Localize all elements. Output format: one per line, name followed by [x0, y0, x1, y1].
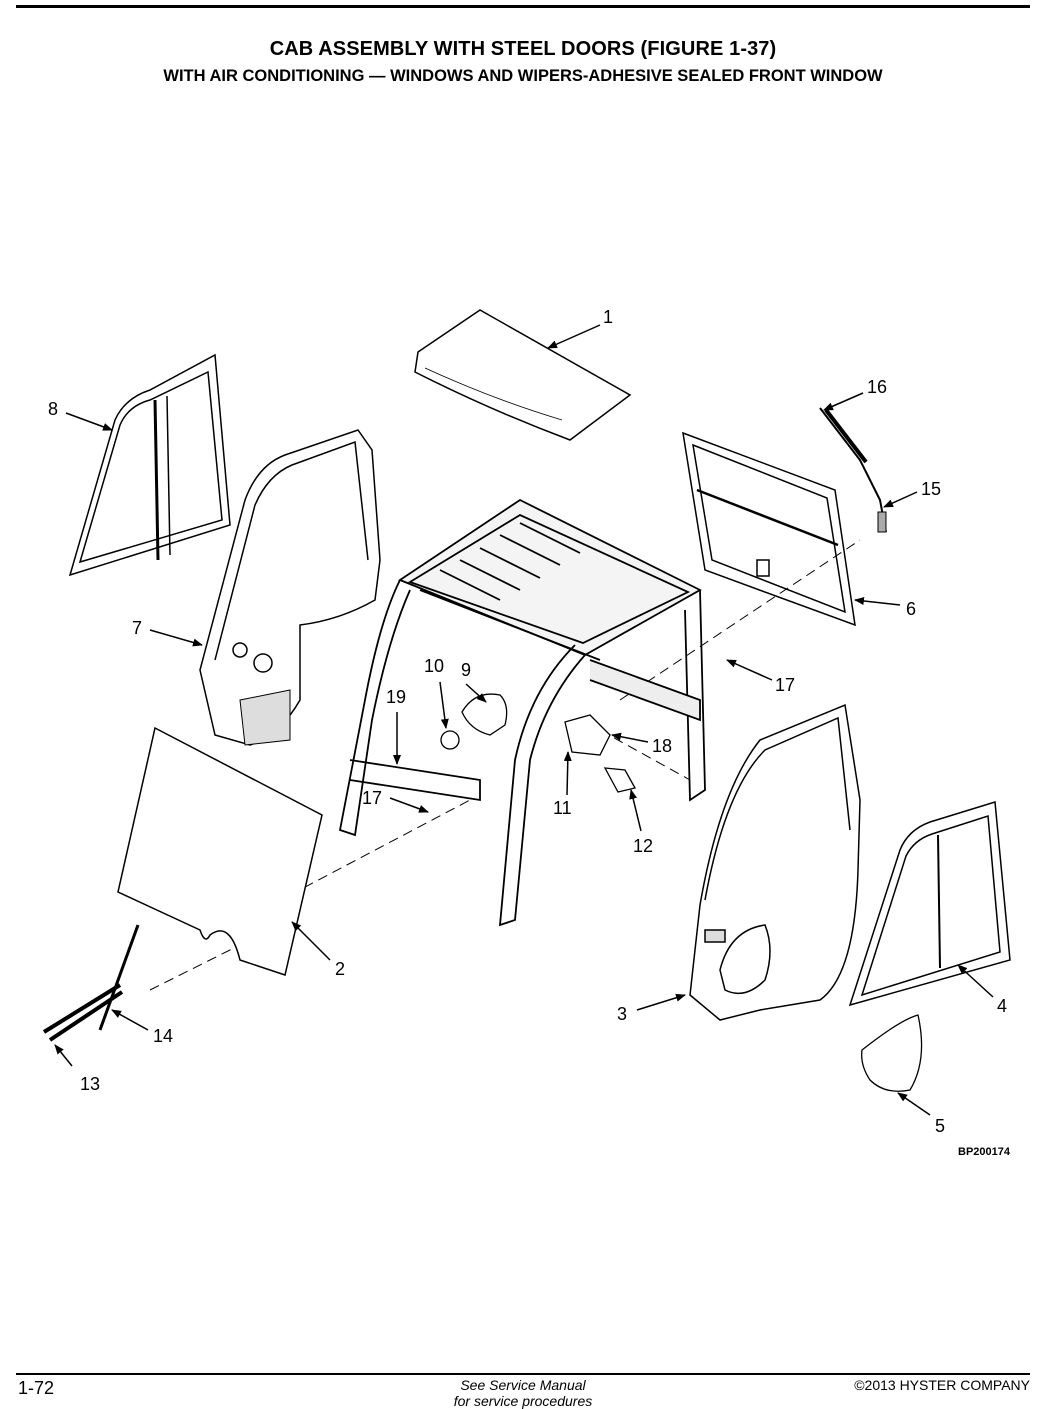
page-subtitle: WITH AIR CONDITIONING — WINDOWS AND WIPE…	[163, 67, 883, 85]
callout-13: 13	[80, 1074, 100, 1094]
top-rule	[16, 5, 1030, 8]
callout-5: 5	[935, 1116, 945, 1136]
callout-14: 14	[153, 1026, 173, 1046]
glass-piece-part	[861, 1014, 923, 1092]
left-door-part	[199, 429, 381, 746]
callout-16: 16	[867, 377, 887, 397]
callout-10: 10	[424, 656, 444, 676]
page-number: 1-72	[18, 1378, 55, 1398]
service-manual-note-line2: for service procedures	[453, 1393, 593, 1409]
figure-code: BP200174	[958, 1146, 1010, 1158]
callout-15: 15	[921, 479, 941, 499]
callout-17-left: 17	[362, 788, 382, 808]
rear-wiper-part	[819, 407, 887, 533]
rear-window-part	[682, 431, 856, 627]
callout-1: 1	[603, 307, 613, 327]
left-rear-window-part	[68, 353, 231, 577]
front-window-part	[117, 726, 323, 976]
leader-lines	[54, 324, 994, 1116]
page-title: CAB ASSEMBLY WITH STEEL DOORS (FIGURE 1-…	[269, 38, 777, 60]
callout-6: 6	[906, 599, 916, 619]
callout-18: 18	[652, 736, 672, 756]
bottom-rule	[16, 1373, 1030, 1375]
callout-19: 19	[386, 687, 406, 707]
blower-parts	[440, 693, 508, 750]
callout-17-right: 17	[775, 675, 795, 695]
callout-11: 11	[553, 798, 572, 818]
right-door-part	[689, 703, 861, 1021]
cab-frame-part	[338, 498, 706, 927]
callout-4: 4	[997, 996, 1007, 1016]
callout-8: 8	[48, 399, 58, 419]
callout-7: 7	[132, 618, 142, 638]
callout-2: 2	[335, 959, 345, 979]
callout-labels: 1 2 3 4 5 6 7 8 9 10 11 12 13 14 15 16 1…	[48, 307, 1007, 1136]
electrical-parts	[564, 714, 636, 793]
service-manual-note: See Service Manual	[460, 1377, 586, 1393]
copyright: ©2013 HYSTER COMPANY	[854, 1377, 1030, 1393]
callout-9: 9	[461, 660, 471, 680]
front-wiper-part	[42, 924, 140, 1042]
right-window-part	[848, 801, 1011, 1007]
callout-12: 12	[633, 836, 653, 856]
callout-3: 3	[617, 1004, 627, 1024]
roof-panel-part	[414, 309, 632, 441]
